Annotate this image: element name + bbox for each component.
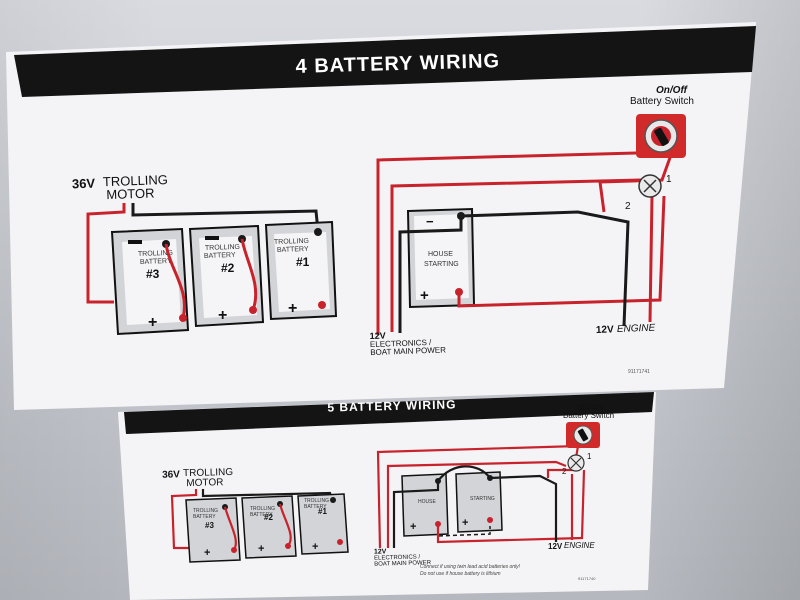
- poster-5-motor-positive-wire: [170, 489, 198, 550]
- poster-5-house-plus: +: [410, 521, 416, 533]
- poster-4-battery-2-name: TROLLING: [205, 244, 240, 252]
- poster-4-electronics-positive-wire: [376, 150, 675, 335]
- poster-5-battery-2-plus: +: [258, 543, 264, 555]
- poster-5-switch-pos-1: 1: [587, 452, 592, 461]
- poster-5-switch-common-wire: [386, 460, 567, 548]
- poster-4-battery-3-name2: BATTERY: [140, 258, 172, 266]
- poster-4-engine-voltage: 12V: [596, 324, 614, 336]
- poster-5-electronics-negative-wire: [392, 481, 440, 548]
- poster-4-battery-2-plus: +: [218, 307, 227, 324]
- poster-4-electronics-voltage: 12V: [369, 330, 385, 341]
- poster-5-battery-3-number: #3: [205, 521, 214, 530]
- poster-4-house-positive-wire: [457, 195, 666, 308]
- poster-4-electronics-label-1: ELECTRONICS /: [370, 338, 432, 349]
- poster-5-battery-2-number: #2: [264, 513, 273, 522]
- poster-5-battery-3: TROLLING BATTERY #3 +: [185, 497, 241, 563]
- poster-4-switch-pos-1: 1: [666, 174, 672, 185]
- poster-5-battery-switch: On/Off Battery Switch 1 2: [562, 403, 614, 476]
- poster-5-battery-2-name2: BATTERY: [250, 512, 273, 518]
- poster-4-battery-1: TROLLING BATTERY #1 +: [264, 220, 338, 321]
- poster-4-motor-positive-wire: [86, 203, 126, 304]
- poster-5-engine-negative-wire: [489, 474, 558, 542]
- poster-5-motor-label-1: TROLLING: [183, 467, 234, 479]
- poster-4-house-battery: − HOUSE STARTING +: [406, 207, 476, 309]
- poster-5-battery: 5 BATTERY WIRING 36V TROLLING MOTOR TROL…: [118, 392, 656, 600]
- poster-4-battery-3-number: #3: [146, 267, 160, 281]
- poster-4-battery: 4 BATTERY WIRING 36V TROLLING MOTOR TROL…: [6, 22, 756, 410]
- poster-4-electronics-label-2: BOAT MAIN POWER: [370, 345, 446, 357]
- poster-4-motor-label-1: TROLLING: [103, 172, 168, 189]
- poster-4-battery-3: TROLLING BATTERY #3 +: [110, 227, 190, 336]
- poster-4-engine-positive-wire: [648, 195, 654, 323]
- poster-5-negative-bridge: [437, 465, 491, 482]
- poster-5-part-number: 91171740: [578, 576, 596, 581]
- poster-4-motor-voltage: 36V: [72, 176, 96, 192]
- poster-4-house-label-2: STARTING: [424, 261, 459, 268]
- poster-4-battery-3-plus: +: [148, 314, 157, 331]
- poster-5-engine-voltage: 12V: [548, 542, 563, 551]
- poster-5-starting-label: STARTING: [470, 496, 495, 502]
- poster-4-part-number: 91171741: [628, 369, 650, 375]
- poster-4-jumper-2-1: [240, 238, 258, 311]
- poster-4-electronics-negative-wire: [398, 216, 463, 333]
- poster-5-battery-3-name: TROLLING: [193, 508, 218, 514]
- poster-5-battery-3-plus: +: [204, 547, 210, 559]
- poster-4-battery-2-name2: BATTERY: [204, 252, 236, 260]
- poster-4-house-plus: +: [420, 287, 429, 304]
- poster-5-battery-1-name2: BATTERY: [304, 504, 327, 510]
- poster-5-battery-1: TROLLING BATTERY #1 +: [297, 493, 349, 555]
- poster-5-jumper-3-2: [223, 506, 237, 551]
- poster-5-battery-1-plus: +: [312, 541, 318, 553]
- poster-5-switch-title-2: Battery Switch: [563, 411, 614, 420]
- poster-5-switch-title-1: On/Off: [578, 403, 604, 412]
- poster-5-note-2: Do not use if house battery is lithium: [420, 571, 501, 577]
- poster-5-electronics-voltage: 12V: [374, 548, 387, 555]
- poster-4-switch-title-1: On/Off: [656, 85, 689, 96]
- poster-4-battery-1-number: #1: [296, 255, 310, 269]
- poster-5-jumper-2-1: [278, 503, 292, 547]
- poster-4-switch-pos-2: 2: [625, 201, 631, 212]
- poster-4-motor-label-2: MOTOR: [106, 185, 155, 202]
- poster-4-engine-label: ENGINE: [617, 323, 656, 335]
- poster-5-electronics-label-1: ELECTRONICS /: [374, 554, 420, 561]
- poster-4-battery-2-number: #2: [221, 261, 235, 275]
- poster-4-title-band: [14, 26, 756, 97]
- poster-4-house-minus: −: [426, 214, 434, 229]
- poster-4-house-label-1: HOUSE: [428, 251, 453, 258]
- poster-5-electronics-label-2: BOAT MAIN POWER: [374, 560, 432, 568]
- poster-5-motor-label-2: MOTOR: [186, 477, 223, 489]
- poster-5-battery-1-number: #1: [318, 507, 327, 516]
- poster-5-motor-voltage: 36V: [162, 469, 180, 480]
- poster-4-battery-switch: On/Off Battery Switch 1 2: [625, 85, 694, 212]
- poster-5-house-battery: HOUSE +: [401, 473, 449, 537]
- poster-5-title-band: [124, 392, 654, 434]
- poster-4-battery-1-name2: BATTERY: [277, 246, 309, 254]
- poster-4-switch-title-2: Battery Switch: [630, 96, 694, 107]
- poster-4-engine-negative-wire: [460, 210, 630, 327]
- poster-5-engine-label: ENGINE: [564, 541, 595, 550]
- poster-4-sheet: [6, 22, 756, 410]
- poster-5-starting-battery: STARTING +: [455, 471, 503, 533]
- poster-5-house-positive-wire: [436, 469, 586, 544]
- poster-4-battery-1-name: TROLLING: [274, 238, 309, 246]
- poster-5-note-1: Connect if using twin lead acid batterie…: [420, 564, 521, 570]
- poster-5-battery-1-name: TROLLING: [304, 498, 329, 504]
- poster-5-title: 5 BATTERY WIRING: [327, 397, 456, 414]
- poster-4-battery-1-plus: +: [288, 300, 297, 317]
- poster-5-switch-pos-2: 2: [562, 467, 567, 476]
- poster-5-starting-plus: +: [462, 517, 468, 529]
- poster-5-battery-3-name2: BATTERY: [193, 514, 216, 520]
- poster-4-battery-3-name: TROLLING: [138, 250, 173, 258]
- poster-5-house-label: HOUSE: [418, 499, 436, 505]
- poster-4-jumper-3-2: [164, 243, 186, 319]
- poster-4-motor-negative-wire: [131, 203, 320, 232]
- poster-5-battery-2-name: TROLLING: [250, 506, 275, 512]
